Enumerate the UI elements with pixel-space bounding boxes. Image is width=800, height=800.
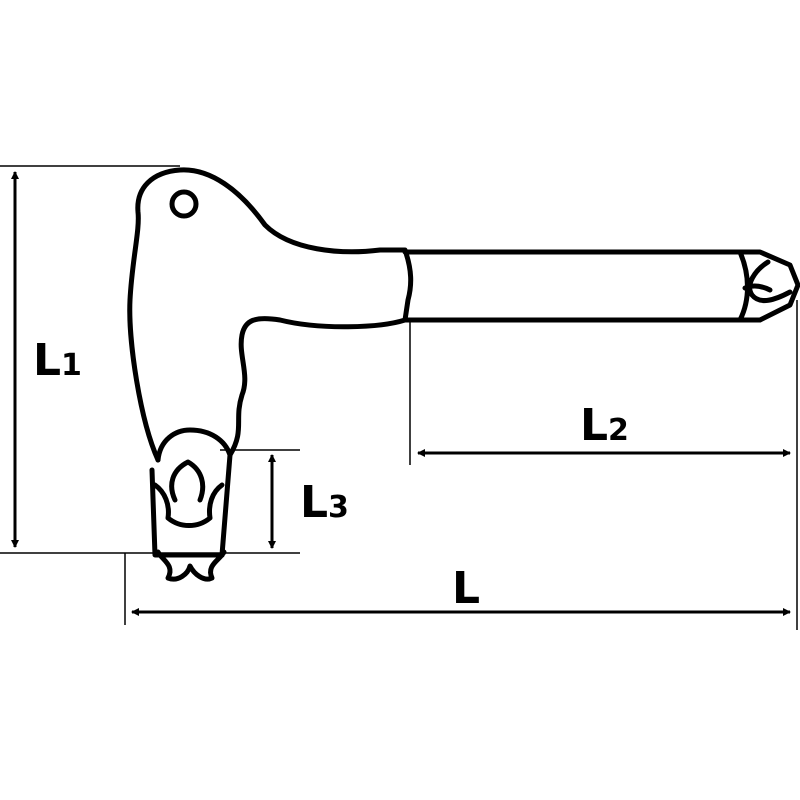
handle-outline (127, 167, 414, 463)
label-l3: L3 (300, 477, 349, 528)
short-tip-star (155, 549, 227, 582)
label-l: L (452, 563, 480, 614)
label-l1: L1 (33, 335, 82, 386)
long-tip-detail (737, 249, 793, 323)
dimension-lines (11, 171, 791, 616)
label-l2: L2 (580, 400, 629, 451)
wrench (127, 167, 800, 582)
short-leg (149, 427, 233, 558)
long-shaft (402, 249, 800, 323)
short-leg-flutes (152, 459, 225, 528)
label-l3-subscript: 3 (328, 490, 349, 525)
label-l1-subscript: 1 (61, 348, 82, 383)
extension-lines (0, 165, 798, 630)
hanging-hole (169, 189, 199, 219)
label-l2-subscript: 2 (608, 413, 629, 448)
